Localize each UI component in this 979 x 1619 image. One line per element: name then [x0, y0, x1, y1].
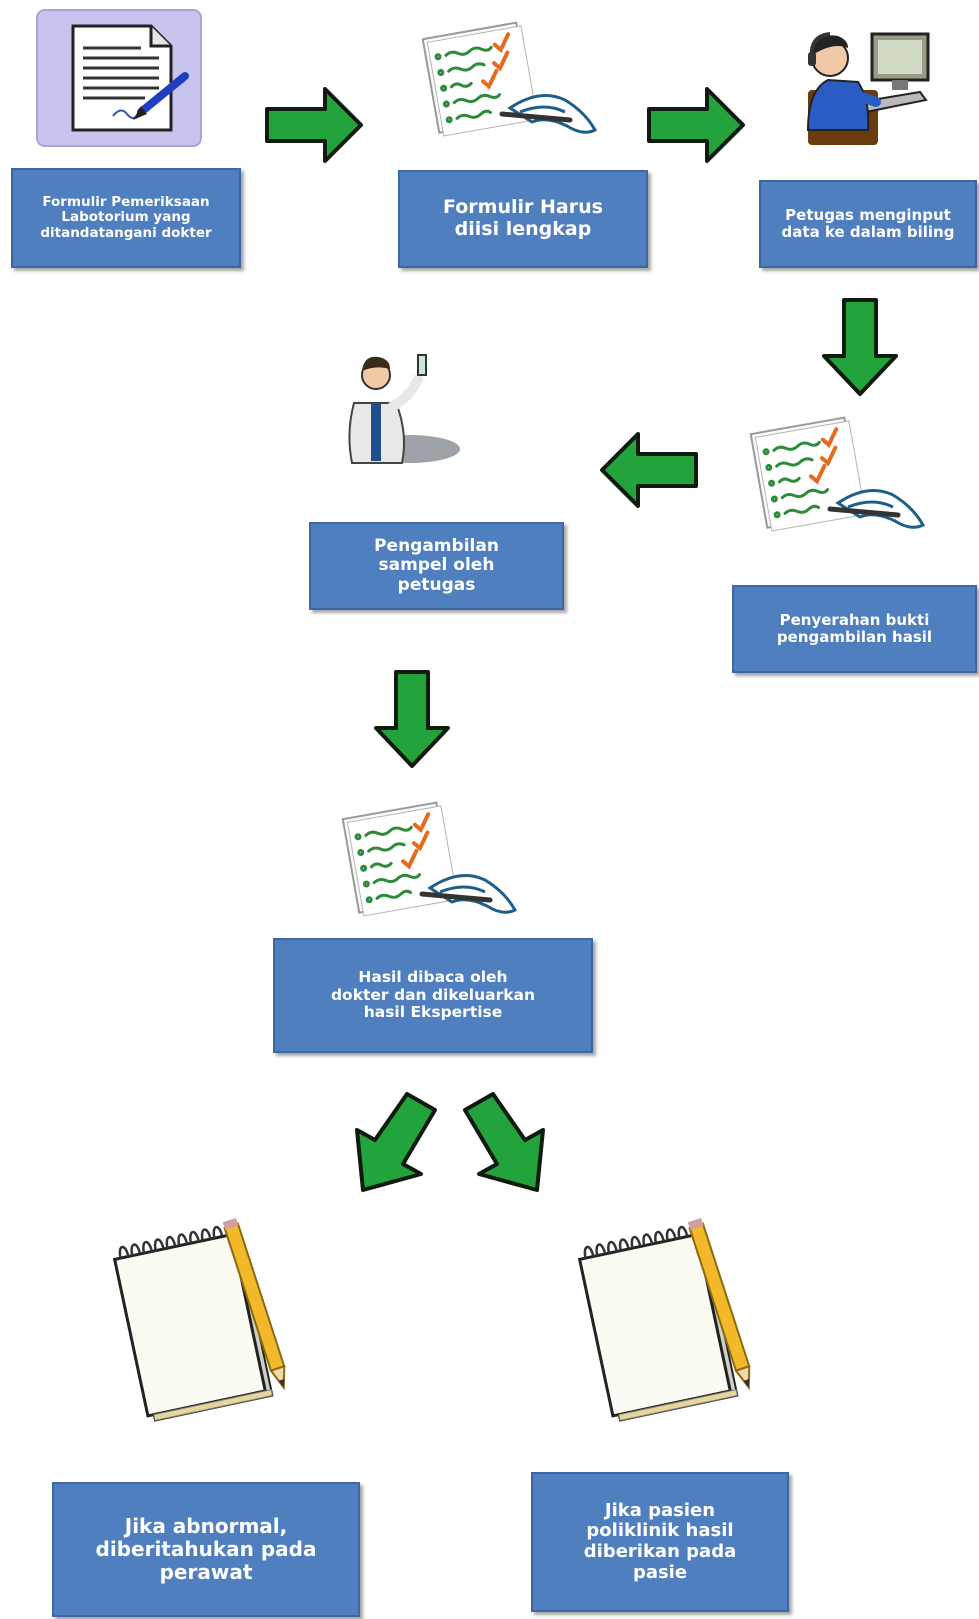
step-polyclinic-patient: Jika pasien poliklinik hasil diberikan p… — [531, 1472, 789, 1612]
arrow-right-icon — [265, 85, 365, 165]
step-abnormal-nurse: Jika abnormal, diberitahukan pada perawa… — [52, 1482, 360, 1617]
step-billing-input: Petugas menginput data ke dalam biling — [759, 180, 977, 268]
computer-operator-icon — [800, 30, 935, 155]
checklist-icon — [340, 800, 540, 930]
arrow-down-right-icon — [455, 1090, 555, 1195]
arrow-down-left-icon — [345, 1090, 445, 1195]
notepad-pencil-icon — [570, 1210, 770, 1450]
checklist-icon — [748, 415, 948, 545]
notepad-pencil-icon — [105, 1210, 305, 1450]
arrow-left-icon — [598, 430, 698, 510]
step-form-complete: Formulir Harus diisi lengkap — [398, 170, 648, 268]
lab-technician-icon — [330, 345, 460, 475]
step-sample-taking: Pengambilan sampel oleh petugas — [309, 522, 564, 610]
arrow-down-icon — [372, 670, 452, 770]
document-pen-icon — [35, 8, 203, 148]
step-form-signed: Formulir Pemeriksaan Labotorium yang dit… — [11, 168, 241, 268]
checklist-icon — [420, 20, 620, 150]
step-result-receipt: Penyerahan bukti pengambilan hasil — [732, 585, 977, 673]
arrow-down-icon — [820, 298, 900, 398]
step-doctor-reading: Hasil dibaca oleh dokter dan dikeluarkan… — [273, 938, 593, 1053]
arrow-right-icon — [647, 85, 747, 165]
